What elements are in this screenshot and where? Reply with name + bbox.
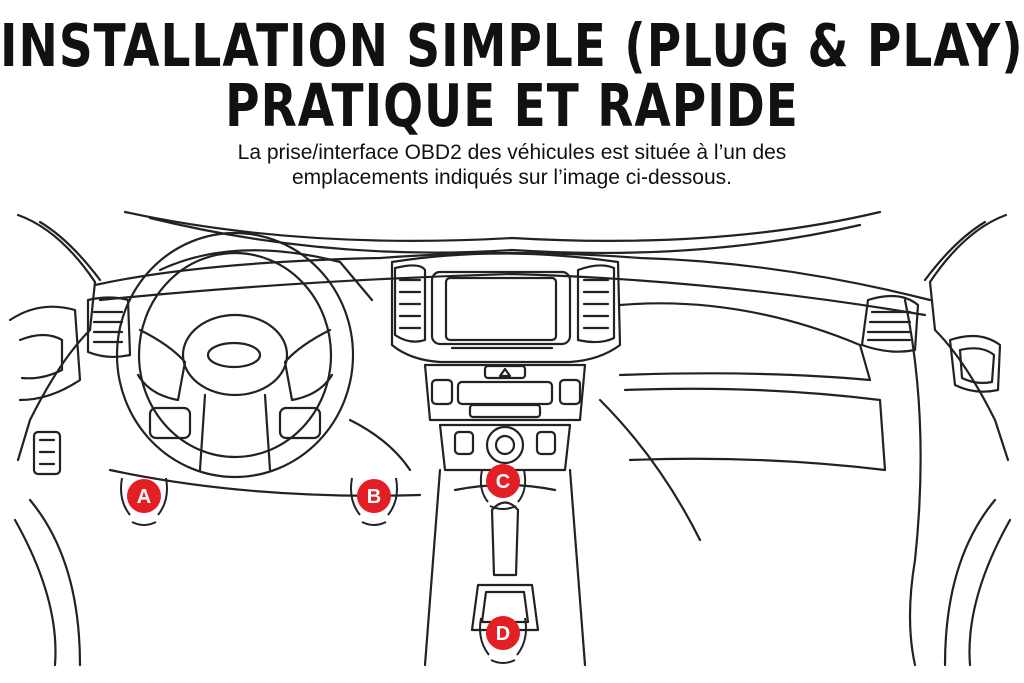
center-console	[390, 252, 622, 472]
dashboard-top	[93, 251, 932, 302]
marker-a: A	[120, 477, 168, 526]
marker-b: B	[350, 477, 398, 526]
marker-a-label: A	[137, 486, 151, 508]
left-door	[16, 213, 97, 462]
right-vent	[860, 294, 920, 353]
subtitle-line-2: emplacements indiqués sur l’image ci-des…	[291, 166, 733, 189]
gear-shifter	[470, 501, 540, 632]
steering-wheel	[115, 231, 355, 479]
left-vent	[86, 296, 132, 359]
center-tunnel	[423, 468, 442, 667]
right-door	[928, 213, 1010, 462]
obd-location-markers: A B C D	[120, 464, 527, 664]
subtitle-line-1: La prise/interface OBD2 des véhicules es…	[237, 141, 787, 164]
marker-c-label: C	[496, 471, 510, 493]
marker-b-label: B	[367, 486, 381, 508]
title-line-1: INSTALLATION SIMPLE (PLUG & PLAY),	[0, 12, 1024, 81]
marker-d: D	[479, 616, 527, 664]
title-line-2: PRATIQUE ET RAPIDE	[225, 72, 799, 141]
marker-d-label: D	[496, 623, 510, 645]
windshield-line	[123, 210, 882, 242]
marker-c: C	[479, 464, 527, 510]
